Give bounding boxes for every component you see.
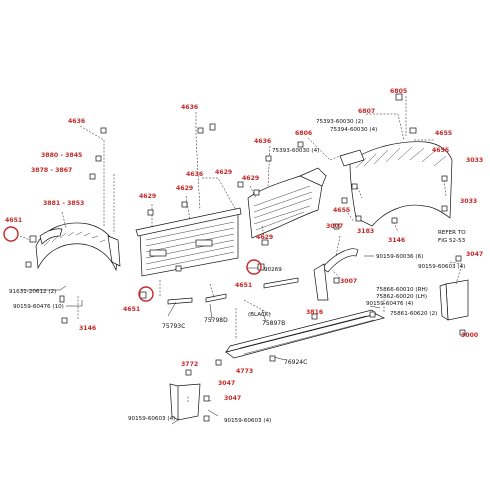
- bracket-inner: [313, 248, 359, 301]
- callout-4629-b: 4629: [176, 185, 193, 192]
- callout-3007-b: 3007: [340, 278, 357, 285]
- callout-3183: 3183: [357, 228, 374, 235]
- callout-4651-left: 4651: [5, 217, 22, 224]
- pn-90159-60476-10: 90159-60476 (10): [13, 304, 64, 310]
- moulding-strips: [167, 277, 299, 305]
- callout-3146-right: 3146: [388, 237, 405, 244]
- callout-4636-left: 4636: [68, 118, 85, 125]
- callout-3880-3845: 3880 - 3845: [41, 152, 82, 159]
- pn-91631-20612: 91631-20612 (2): [9, 289, 56, 295]
- pn-75798d: 75798D: [204, 317, 228, 324]
- callout-4655-c: 4655: [333, 207, 350, 214]
- callout-3007-a: 3007: [326, 223, 343, 230]
- note-refer-to: REFER TO: [438, 230, 466, 236]
- callout-4636-top: 4636: [181, 104, 198, 111]
- pn-75862-60020: 75862-60020 (LH): [376, 294, 427, 300]
- callout-4629-d: 4629: [242, 175, 259, 182]
- leader-lines: [19, 96, 463, 403]
- callout-3772: 3772: [181, 361, 198, 368]
- pn-75897b: 75897B: [262, 320, 285, 327]
- callout-4651-right: 4651: [235, 282, 252, 289]
- callout-4773: 4773: [236, 368, 253, 375]
- callout-4651-center: 4651: [123, 306, 140, 313]
- callout-4636-mid: 4636: [254, 138, 271, 145]
- pn-75393-60030-2: 75393-60030 (2): [316, 119, 363, 125]
- running-board: [225, 309, 385, 359]
- callout-3033-b: 3033: [460, 198, 477, 205]
- callout-3000: 3000: [461, 332, 479, 339]
- callout-6807: 6807: [358, 108, 375, 115]
- pn-75866-60010: 75866-60010 (RH): [376, 287, 428, 293]
- clip-circle-center: [138, 286, 154, 302]
- callout-6805: 6805: [390, 88, 407, 95]
- mudguard-rear: [439, 279, 469, 321]
- pn-90159-60603-lower: 90159-60603 (4): [224, 418, 271, 424]
- callout-3146-left: 3146: [79, 325, 96, 332]
- pn-90159-60603-mudflap: 90159-60603 (4): [128, 416, 175, 422]
- note-fig: FIG 52-53: [438, 238, 466, 244]
- pn-75793c: 75793C: [162, 323, 185, 330]
- pn-76924c: 76924C: [284, 359, 307, 366]
- callout-4636-center: 4636: [186, 171, 203, 178]
- solid-leaders: [21, 255, 381, 425]
- callout-4629-c: 4629: [215, 169, 232, 176]
- clip-circle-left: [3, 226, 19, 242]
- callout-3881-3853: 3881 - 3853: [43, 200, 84, 207]
- pn-75394-60030-4: 75394-60030 (4): [330, 127, 377, 133]
- callout-3878-3867: 3878 - 3867: [31, 167, 72, 174]
- pn-90159-60603-right: 90159-60603 (4): [418, 264, 465, 270]
- callout-3033-a: 3033: [466, 157, 483, 164]
- clip-circle-right: [246, 259, 262, 275]
- callout-3047-right: 3047: [466, 251, 483, 258]
- callout-4655-a: 4655: [435, 130, 452, 137]
- callout-labels: 6805 6807 4636 4636 4636 4636 6806 4655 …: [5, 88, 483, 402]
- callout-4629-e: 4629: [256, 234, 273, 241]
- callout-3047-mid: 3047: [218, 380, 235, 387]
- front-fender-flare: [35, 222, 121, 272]
- pn-90159-60476-4: 90159-60476 (4): [366, 301, 413, 307]
- callout-3047-low: 3047: [224, 395, 241, 402]
- pn-75393-60030-4: 75393-60030 (4): [272, 148, 319, 154]
- part-number-labels: 75393-60030 (2) 75394-60030 (4) 75393-60…: [9, 119, 466, 424]
- pn-90269: 90269: [264, 267, 282, 273]
- callout-3816: 3816: [306, 309, 323, 316]
- bed-side-panel: [135, 207, 242, 277]
- pn-90159-60036: 90159-60036 (6): [376, 254, 423, 260]
- callout-4655-b: 4655: [432, 147, 449, 154]
- callout-4629-a: 4629: [139, 193, 156, 200]
- pn-black: (BLACK): [248, 312, 271, 318]
- rear-quarter-panel: [247, 167, 327, 239]
- pn-75861-60620: 75861-60620 (2): [390, 311, 437, 317]
- clip-highlight-circles: [3, 226, 262, 302]
- callout-6806: 6806: [295, 130, 312, 137]
- mudguard-front: [169, 383, 201, 421]
